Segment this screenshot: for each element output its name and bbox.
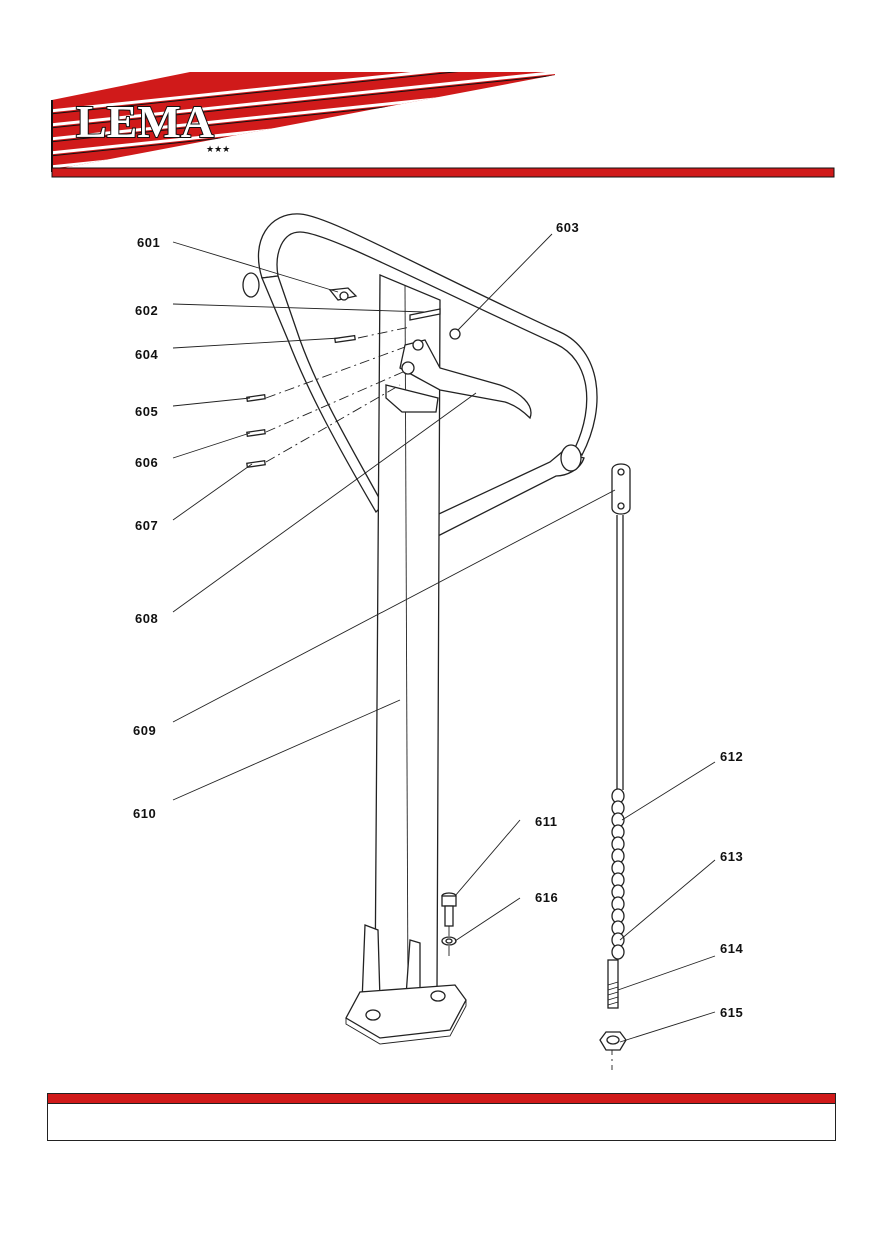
footer-box <box>47 1093 836 1141</box>
part-label-613: 613 <box>720 849 743 864</box>
part-label-615: 615 <box>720 1005 743 1020</box>
footer-rule <box>48 1094 835 1104</box>
part-labels: 601 602 603 604 605 606 607 608 609 610 … <box>133 220 743 1020</box>
release-lever <box>399 339 532 420</box>
part-label-603: 603 <box>556 220 579 235</box>
exploded-parts-diagram: 601 602 603 604 605 606 607 608 609 610 … <box>133 213 743 1070</box>
column-washer <box>441 936 457 946</box>
part-label-608: 608 <box>135 611 158 626</box>
logo-stars: ★★★ <box>206 145 230 155</box>
part-label-610: 610 <box>133 806 156 821</box>
part-label-607: 607 <box>135 518 158 533</box>
chain-link <box>611 944 625 960</box>
part-label-614: 614 <box>720 941 743 956</box>
part-label-602: 602 <box>135 303 158 318</box>
part-label-604: 604 <box>135 347 158 362</box>
header-rule <box>51 167 835 178</box>
part-label-606: 606 <box>135 455 158 470</box>
part-label-605: 605 <box>135 404 158 419</box>
part-label-609: 609 <box>133 723 156 738</box>
part-label-612: 612 <box>720 749 743 764</box>
chain <box>611 788 625 960</box>
linkage-rod <box>611 463 631 790</box>
part-label-616: 616 <box>535 890 558 905</box>
logo-text: LEMA <box>76 96 214 147</box>
small-parts <box>246 287 461 468</box>
column-bolt <box>441 892 457 927</box>
handle-column <box>345 274 467 1045</box>
logo-band: LEMA ★★★ <box>51 72 835 178</box>
part-label-601: 601 <box>137 235 160 250</box>
handle-loop <box>242 213 598 541</box>
part-label-611: 611 <box>535 814 557 829</box>
adjuster-bolt <box>607 959 619 1009</box>
leader-lines <box>172 233 716 1043</box>
